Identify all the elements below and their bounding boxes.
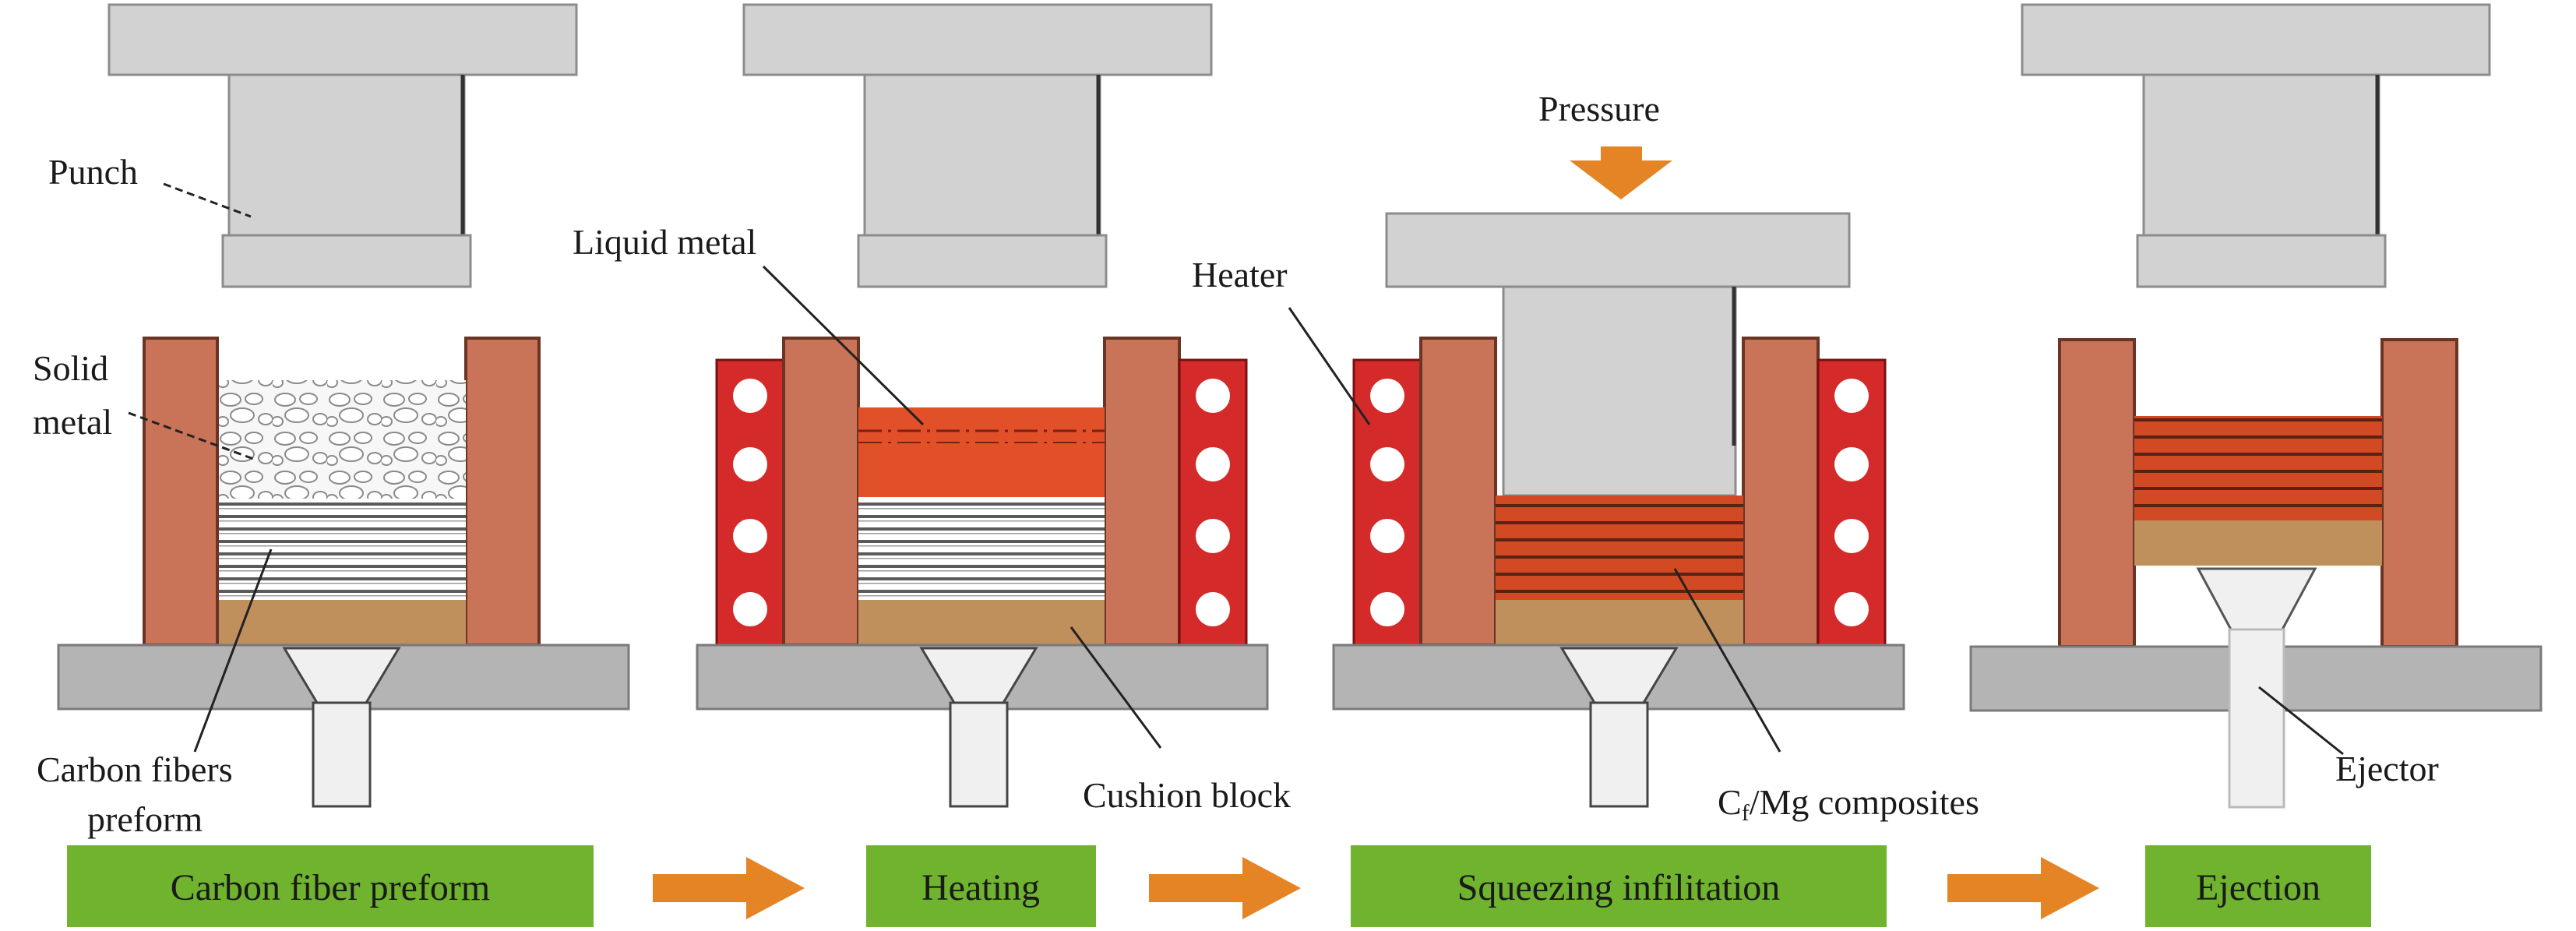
composite-layer-4 — [2134, 416, 2382, 520]
composites-label: Cf/Mg composites — [1718, 782, 1979, 826]
cushion-block-2 — [858, 600, 1105, 645]
panel-squeezing-infilitation: Pressure Heater C — [1192, 89, 1979, 826]
carbon-fibers-label-2: preform — [87, 799, 203, 839]
ejector-funnel-1 — [282, 647, 401, 808]
stage-arrow-1 — [653, 857, 805, 919]
composites-label-c: C — [1718, 782, 1742, 822]
liquid-metal-layer — [858, 407, 1105, 497]
solid-metal-label-1: Solid — [33, 348, 108, 388]
mold-wall-left-1 — [143, 337, 219, 647]
carbon-fibers-label-1: Carbon fibers — [37, 749, 233, 789]
stage-box-2 — [866, 845, 1096, 927]
panel-ejection: Ejector — [1969, 3, 2543, 809]
mold-wall-left-3 — [1419, 337, 1497, 647]
heater-left-3 — [1352, 358, 1422, 647]
panel-heating: Liquid metal Cushion block — [573, 3, 1291, 815]
pressure-label: Pressure — [1538, 89, 1660, 129]
solid-metal-label-2: metal — [33, 402, 112, 442]
heater-left-2 — [715, 358, 785, 647]
stage-box-4 — [2145, 845, 2371, 927]
cushion-block-3 — [1496, 600, 1743, 645]
fiber-preform-1 — [219, 499, 466, 600]
panel-carbon-fiber-preform: Punch Solid metal Carbon fibers preform — [33, 3, 630, 839]
cushion-block-1 — [219, 600, 466, 645]
heater-leader — [1288, 307, 1371, 425]
stage-box-1 — [67, 845, 594, 927]
ejector-leader — [2258, 686, 2344, 756]
mold-wall-right-2 — [1103, 337, 1181, 647]
stage-arrow-3 — [1947, 857, 2099, 919]
stage-label-3: Squeezing infilitation — [1457, 867, 1781, 908]
composites-label-rest: /Mg composites — [1750, 782, 1979, 822]
stage-label-4: Ejection — [2196, 867, 2321, 908]
heater-right-3 — [1817, 358, 1887, 647]
mold-wall-right-4 — [2380, 338, 2458, 648]
cushion-block-4 — [2134, 520, 2382, 566]
mold-wall-left-2 — [782, 337, 860, 647]
stage-arrow-2 — [1149, 857, 1301, 919]
liquid-metal-leader — [762, 265, 925, 426]
composites-leader — [1673, 568, 1781, 753]
cushion-block-leader — [1070, 626, 1162, 749]
pressure-arrow — [1570, 146, 1672, 199]
solid-metal-pieces — [219, 380, 466, 499]
punch-1 — [107, 3, 578, 288]
ejector-funnel-2 — [919, 647, 1038, 808]
stage-box-3 — [1351, 845, 1887, 927]
liquid-metal-label: Liquid metal — [573, 222, 756, 262]
solid-metal-leader — [128, 411, 256, 461]
punch-2 — [742, 3, 1213, 288]
punch-label: Punch — [48, 152, 138, 192]
mold-wall-right-1 — [464, 337, 541, 647]
heater-right-2 — [1178, 358, 1248, 647]
punch-3 — [1385, 212, 1851, 497]
stage-label-1: Carbon fiber preform — [171, 867, 491, 908]
stage-bar: Carbon fiber preform Heating Squeezing i… — [67, 845, 2371, 927]
ejector-label: Ejector — [2335, 749, 2439, 788]
composite-layer-3 — [1496, 495, 1743, 600]
mold-wall-left-4 — [2058, 338, 2136, 648]
mold-wall-right-3 — [1742, 337, 1820, 647]
composites-label-sub: f — [1742, 800, 1750, 826]
carbon-fibers-leader — [193, 548, 273, 753]
fiber-preform-2 — [858, 497, 1105, 600]
punch-leader — [163, 182, 252, 218]
heater-label: Heater — [1192, 255, 1288, 294]
stage-label-2: Heating — [922, 867, 1040, 908]
ejector-4 — [2196, 567, 2317, 631]
ejector-rod-4 — [2228, 628, 2285, 809]
ejector-funnel-3 — [1559, 647, 1679, 808]
cushion-block-label: Cushion block — [1083, 775, 1291, 815]
punch-4 — [2021, 3, 2491, 288]
